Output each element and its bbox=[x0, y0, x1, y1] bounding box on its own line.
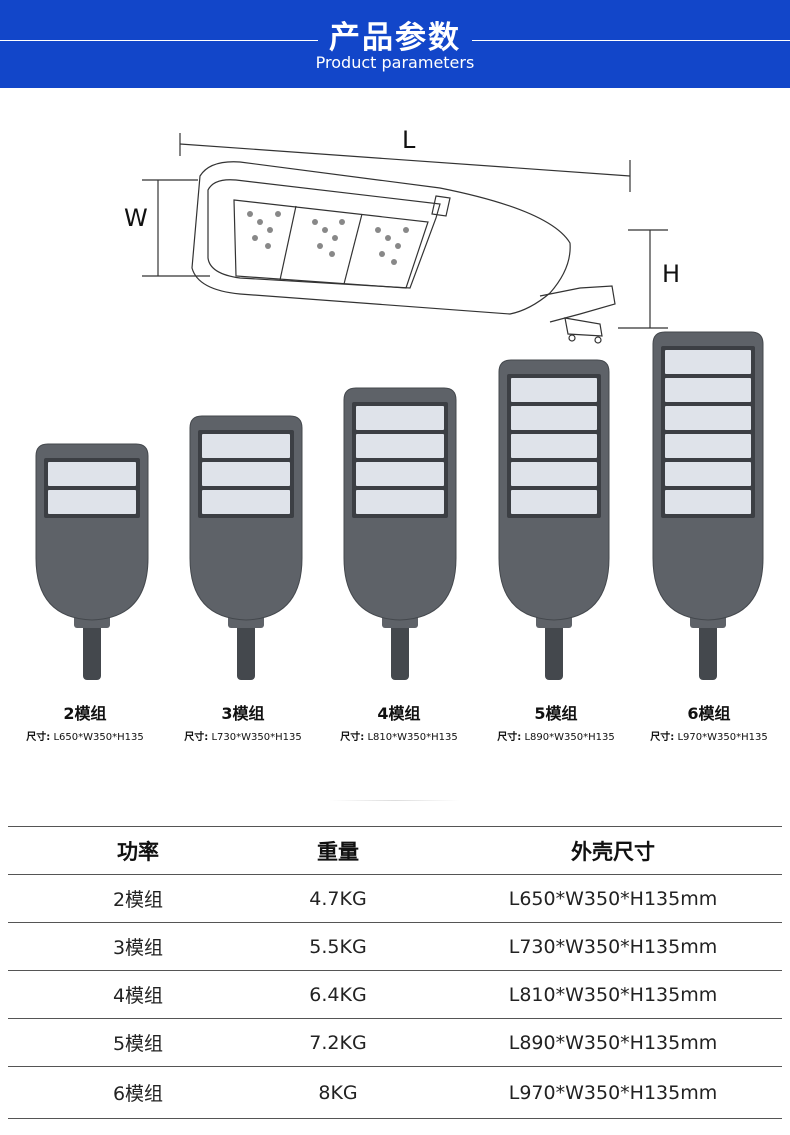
led-module bbox=[202, 434, 290, 458]
cell-size: L810*W350*H135mm bbox=[508, 983, 718, 1006]
length-label: L bbox=[402, 126, 416, 154]
model-name: 3模组 bbox=[221, 704, 265, 723]
street-light-image bbox=[343, 387, 457, 680]
led-module bbox=[356, 462, 444, 486]
cell-power: 6模组 bbox=[112, 1083, 164, 1105]
banner-divider-left bbox=[0, 40, 318, 41]
model-size: 尺寸: L650*W350*H135 bbox=[6, 728, 164, 743]
header-housing-size: 外壳尺寸 bbox=[571, 839, 655, 864]
model-size: 尺寸: L810*W350*H135 bbox=[320, 728, 478, 743]
street-light-image bbox=[652, 331, 764, 680]
table-header-row: 功率 重量 外壳尺寸 bbox=[8, 826, 782, 875]
led-module bbox=[356, 406, 444, 430]
header-banner: 产品参数 Product parameters bbox=[0, 0, 790, 88]
size-value: L730*W350*H135 bbox=[211, 732, 302, 743]
size-value: L890*W350*H135 bbox=[524, 732, 615, 743]
dimension-drawing: L W H bbox=[110, 118, 700, 358]
size-key: 尺寸: bbox=[497, 732, 522, 743]
header-power: 功率 bbox=[117, 839, 159, 864]
street-light-outline bbox=[142, 133, 668, 344]
led-module bbox=[665, 490, 751, 514]
led-module bbox=[48, 490, 136, 514]
size-key: 尺寸: bbox=[340, 732, 365, 743]
cell-size: L970*W350*H135mm bbox=[508, 1081, 718, 1104]
cell-power: 2模组 bbox=[112, 889, 164, 911]
lamp-pole bbox=[391, 622, 409, 680]
page-title: 产品参数 bbox=[329, 20, 461, 56]
lamp-pole bbox=[699, 622, 717, 680]
table-row: 6模组 8KG L970*W350*H135mm bbox=[8, 1067, 782, 1119]
cell-size: L890*W350*H135mm bbox=[508, 1031, 718, 1054]
lamp-pole bbox=[545, 622, 563, 680]
led-module bbox=[356, 490, 444, 514]
led-module bbox=[665, 434, 751, 458]
size-value: L810*W350*H135 bbox=[367, 732, 458, 743]
spec-table: 功率 重量 外壳尺寸 2模组 4.7KG L650*W350*H135mm 3模… bbox=[8, 826, 782, 1119]
street-light-image bbox=[35, 443, 149, 680]
led-module bbox=[356, 434, 444, 458]
size-key: 尺寸: bbox=[650, 732, 675, 743]
table-row: 4模组 6.4KG L810*W350*H135mm bbox=[8, 971, 782, 1019]
size-key: 尺寸: bbox=[184, 732, 209, 743]
cell-weight: 7.2KG bbox=[309, 1031, 367, 1054]
led-module bbox=[511, 406, 597, 430]
led-module bbox=[665, 462, 751, 486]
model-size: 尺寸: L890*W350*H135 bbox=[477, 728, 635, 743]
cell-power: 5模组 bbox=[112, 1033, 164, 1055]
led-module bbox=[511, 434, 597, 458]
cell-weight: 6.4KG bbox=[309, 983, 367, 1006]
page-subtitle: Product parameters bbox=[315, 53, 475, 72]
table-row: 5模组 7.2KG L890*W350*H135mm bbox=[8, 1019, 782, 1067]
led-module bbox=[202, 462, 290, 486]
size-key: 尺寸: bbox=[26, 732, 51, 743]
section-divider bbox=[330, 800, 460, 801]
cell-power: 3模组 bbox=[112, 937, 164, 959]
led-module bbox=[48, 462, 136, 486]
street-light-image bbox=[189, 415, 303, 680]
led-module bbox=[665, 378, 751, 402]
cell-size: L650*W350*H135mm bbox=[508, 887, 718, 910]
model-name: 6模组 bbox=[687, 704, 731, 723]
model-name: 5模组 bbox=[534, 704, 578, 723]
lamp-pole bbox=[237, 622, 255, 680]
width-label: W bbox=[124, 204, 148, 232]
model-name: 2模组 bbox=[63, 704, 107, 723]
cell-size: L730*W350*H135mm bbox=[508, 935, 718, 958]
table-row: 2模组 4.7KG L650*W350*H135mm bbox=[8, 875, 782, 923]
model-size: 尺寸: L970*W350*H135 bbox=[630, 728, 788, 743]
cell-weight: 5.5KG bbox=[309, 935, 367, 958]
height-label: H bbox=[662, 260, 681, 288]
model-size: 尺寸: L730*W350*H135 bbox=[164, 728, 322, 743]
module-frame bbox=[352, 402, 448, 518]
led-module bbox=[665, 406, 751, 430]
cell-weight: 8KG bbox=[318, 1081, 358, 1104]
model-name: 4模组 bbox=[377, 704, 421, 723]
street-light-image bbox=[498, 359, 610, 680]
lamp-lineup bbox=[0, 331, 790, 692]
led-module bbox=[511, 462, 597, 486]
led-module bbox=[665, 350, 751, 374]
led-module bbox=[511, 378, 597, 402]
size-value: L970*W350*H135 bbox=[677, 732, 768, 743]
led-module bbox=[511, 490, 597, 514]
led-module bbox=[202, 490, 290, 514]
cell-weight: 4.7KG bbox=[309, 887, 367, 910]
banner-divider-right bbox=[472, 40, 790, 41]
header-weight: 重量 bbox=[317, 839, 359, 864]
lamp-pole bbox=[83, 622, 101, 680]
table-row: 3模组 5.5KG L730*W350*H135mm bbox=[8, 923, 782, 971]
size-value: L650*W350*H135 bbox=[53, 732, 144, 743]
cell-power: 4模组 bbox=[112, 985, 164, 1007]
